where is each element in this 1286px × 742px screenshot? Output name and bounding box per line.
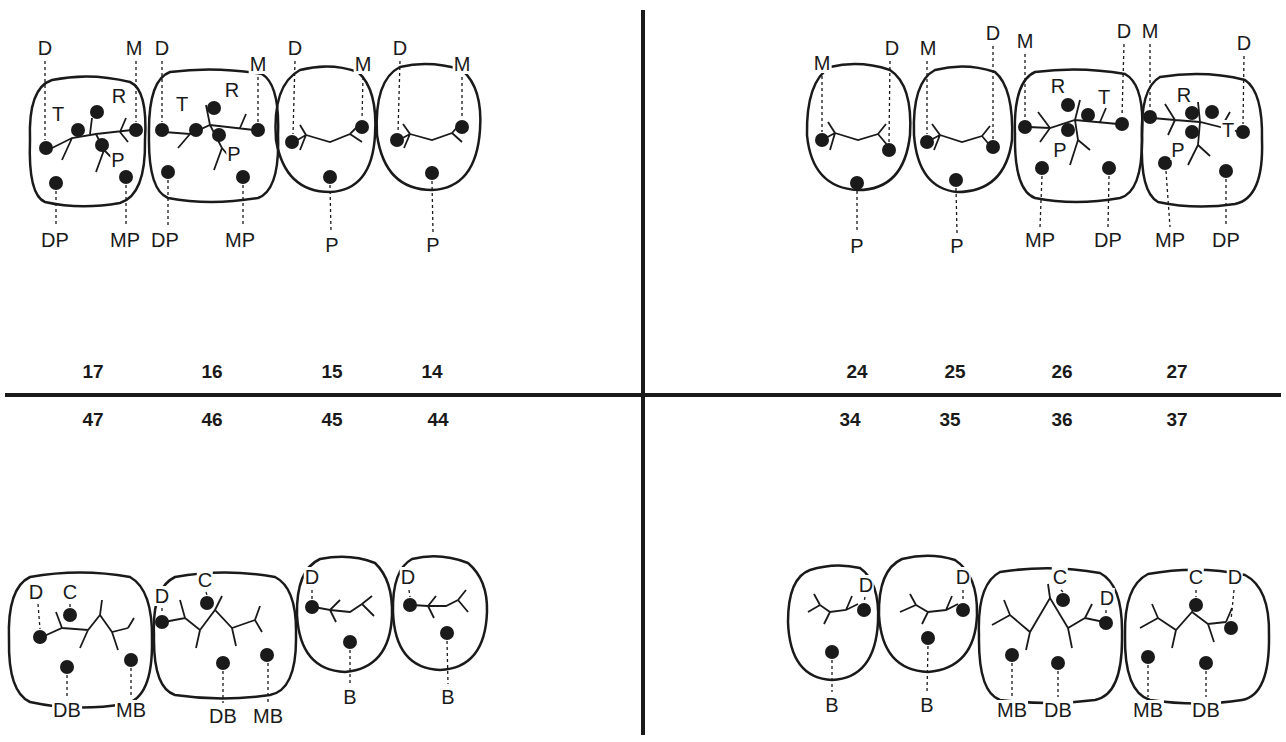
surface-label: D <box>287 38 303 58</box>
surface-label: DP <box>1093 230 1123 250</box>
tooth-number: 15 <box>320 362 343 382</box>
surface-label: MB <box>252 706 284 726</box>
surface-label: DB <box>52 700 82 720</box>
surface-label: C <box>1188 567 1204 587</box>
surface-label: D <box>858 575 874 595</box>
surface-label: D <box>37 38 53 58</box>
surface-label: D <box>1236 33 1252 53</box>
tooth-number: 26 <box>1050 362 1073 382</box>
tooth-number: 25 <box>943 362 966 382</box>
surface-label: D <box>392 38 408 58</box>
surface-label: C <box>197 570 213 590</box>
surface-label: D <box>400 567 416 587</box>
surface-label: M <box>919 38 938 58</box>
surface-label: MB <box>1132 700 1164 720</box>
tooth-number: 16 <box>200 362 223 382</box>
surface-label: M <box>813 53 832 73</box>
surface-label: MP <box>109 230 141 250</box>
surface-label: M <box>354 54 373 74</box>
surface-label: T <box>175 94 189 114</box>
tooth-number: 24 <box>845 362 868 382</box>
surface-label: DP <box>150 230 180 250</box>
surface-label: D <box>1116 21 1132 41</box>
tooth-number: 14 <box>420 362 443 382</box>
surface-label: P <box>849 236 864 256</box>
tooth-number: 37 <box>1165 410 1188 430</box>
surface-label: M <box>1016 31 1035 51</box>
tooth-number: 27 <box>1165 362 1188 382</box>
surface-label: MP <box>1024 230 1056 250</box>
tooth-number: 36 <box>1050 410 1073 430</box>
surface-label: D <box>1227 567 1243 587</box>
tooth-number: 46 <box>200 410 223 430</box>
surface-label: T <box>1221 120 1235 140</box>
surface-label: P <box>324 235 339 255</box>
surface-label: P <box>226 144 241 164</box>
surface-label: D <box>884 38 900 58</box>
surface-label: P <box>1170 140 1185 160</box>
surface-label: P <box>425 235 440 255</box>
surface-label: DB <box>1191 700 1221 720</box>
surface-label: DB <box>208 706 238 726</box>
surface-label: DP <box>1211 230 1241 250</box>
surface-label: B <box>824 695 839 715</box>
surface-label: MB <box>996 700 1028 720</box>
surface-label: P <box>949 236 964 256</box>
surface-label: B <box>919 695 934 715</box>
surface-label: R <box>1176 85 1192 105</box>
surface-label: M <box>249 54 268 74</box>
surface-label: R <box>224 80 240 100</box>
surface-label: T <box>1097 87 1111 107</box>
tooth-number: 44 <box>426 410 449 430</box>
surface-label: MP <box>1154 230 1186 250</box>
tooth-number: 34 <box>838 410 861 430</box>
surface-label: MB <box>115 700 147 720</box>
surface-label: MP <box>224 230 256 250</box>
surface-label: M <box>1141 21 1160 41</box>
tooth-number: 17 <box>81 362 104 382</box>
surface-label: T <box>51 104 65 124</box>
tooth-number: 47 <box>81 410 104 430</box>
surface-label: R <box>111 86 127 106</box>
surface-label: D <box>154 586 170 606</box>
surface-label: DB <box>1043 700 1073 720</box>
surface-label: M <box>125 38 144 58</box>
surface-label: C <box>62 582 78 602</box>
surface-label: D <box>1099 588 1115 608</box>
surface-label: D <box>28 582 44 602</box>
surface-label: P <box>1052 140 1067 160</box>
surface-label: M <box>453 54 472 74</box>
surface-label: P <box>110 150 125 170</box>
tooth-number: 35 <box>938 410 961 430</box>
surface-label: B <box>342 687 357 707</box>
tooth-number: 45 <box>320 410 343 430</box>
surface-label: C <box>1052 567 1068 587</box>
surface-label: D <box>985 23 1001 43</box>
surface-label: B <box>440 687 455 707</box>
surface-label: D <box>154 38 170 58</box>
surface-label: DP <box>40 230 70 250</box>
surface-label: D <box>955 567 971 587</box>
surface-label: D <box>304 567 320 587</box>
surface-label: R <box>1050 76 1066 96</box>
